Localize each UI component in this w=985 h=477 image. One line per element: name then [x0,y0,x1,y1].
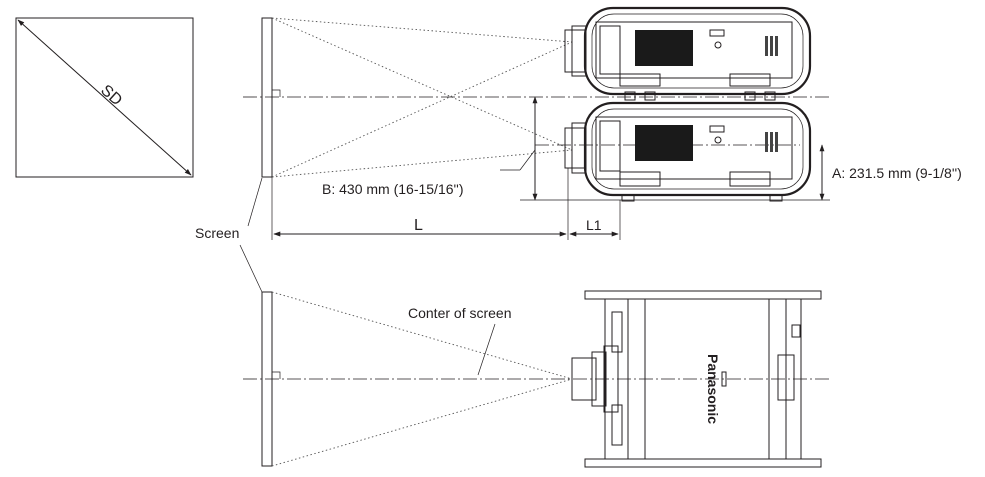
projector-upper [564,6,812,101]
screen-label: Screen [195,225,239,241]
projector-lower [564,101,812,202]
screen-side [261,17,273,178]
sd-label: SD [97,82,125,110]
side-view: B: 430 mm (16-15/16'') A: 231.5 mm (9-1/… [243,6,962,240]
brand-logo: Panasonic [705,354,721,424]
a-dimension-label: A: 231.5 mm (9-1/8'') [832,165,962,181]
l1-label: L1 [586,217,602,233]
projector-top-view: Panasonic [571,290,822,468]
b-dimension-label: B: 430 mm (16-15/16'') [322,181,464,197]
screen-size-box: SD [15,17,194,178]
sd-diagonal-arrow [17,19,192,176]
l-label: L [414,217,423,234]
top-view: Conter of screen Panasonic [243,290,830,468]
center-of-screen-label: Conter of screen [408,305,512,321]
